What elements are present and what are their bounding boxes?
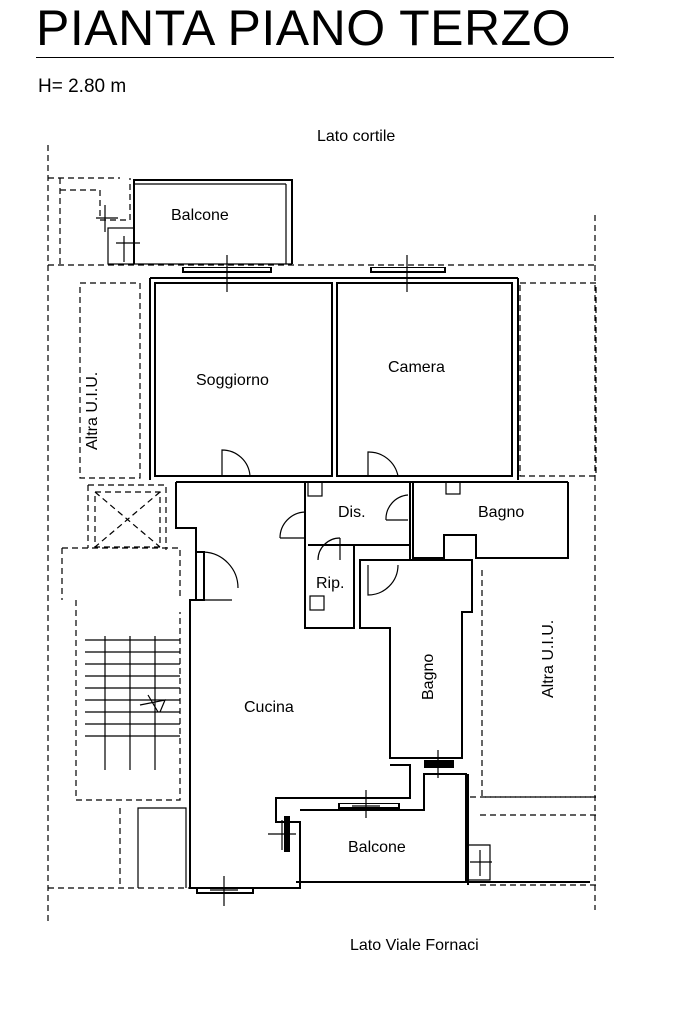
kitchen-walls [189,599,411,906]
central-block-walls [175,481,569,759]
balcony-top [133,179,293,265]
room-label-balcone-top: Balcone [171,207,229,224]
stair-treads [85,636,180,770]
entrance-door [195,551,239,601]
windows-top [182,255,446,292]
side-label-bottom: Lato Viale Fornaci [350,937,479,954]
room-label-camera: Camera [388,359,445,376]
room-label-bagno-right: Bagno [478,504,524,521]
ceiling-height-label: H= 2.80 m [38,76,127,97]
neighbor-label-left: Altra U.I.U. [84,372,101,450]
storage-bottom-left [119,807,187,888]
top-left-service-block [59,178,140,265]
side-label-top: Lato cortile [317,128,395,145]
neighbor-unit-right [481,282,597,798]
boundary-lines [47,145,598,925]
door-swings-upper [221,449,405,477]
neighbor-label-right: Altra U.I.U. [540,620,557,698]
door-swings-central [279,494,409,596]
room-label-dis: Dis. [338,504,366,521]
room-label-rip: Rip. [316,575,344,592]
title-underline [36,57,614,58]
page-title: PIANTA PIANO TERZO [36,0,572,56]
room-label-soggiorno: Soggiorno [196,372,269,389]
room-label-cucina: Cucina [244,699,294,716]
room-label-bagno-vertical: Bagno [420,654,437,700]
stair-core [61,484,181,801]
balcony-bottom [296,750,590,885]
room-label-balcone-bottom: Balcone [348,839,406,856]
neighbor-unit-left [79,282,141,479]
